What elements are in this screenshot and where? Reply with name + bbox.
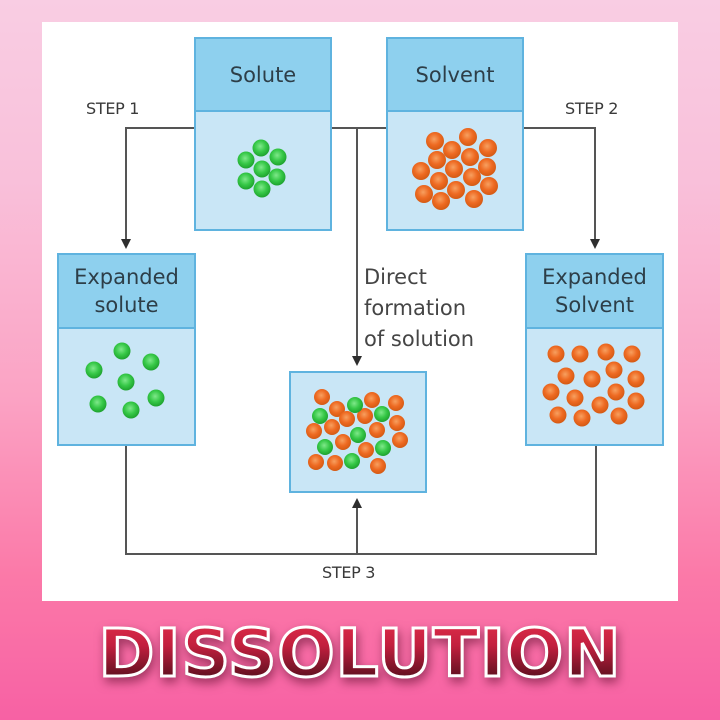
expanded-solvent-line1: Expanded [542,265,647,289]
step1-label: STEP 1 [86,99,140,118]
step1-arrow [121,127,194,249]
solute-cluster [237,139,287,198]
direct-line2: formation [364,296,467,320]
expanded-solute-header: Expanded solute [59,255,194,329]
page-title: DISSOLUTION [0,612,720,696]
expanded-solvent-particles [542,343,645,427]
step2-label: STEP 2 [565,99,619,118]
expanded-solute-line2: solute [94,293,159,317]
direct-line3: of solution [364,327,475,351]
step3-line [125,445,597,555]
expanded-solvent-header: Expanded Solvent [527,255,662,329]
solvent-cluster [412,128,498,210]
direct-line1: Direct [364,265,427,289]
solute-header: Solute [196,39,330,112]
step3-label: STEP 3 [322,563,376,582]
solution-particles [306,389,408,474]
solute-box: Solute [194,37,332,231]
expanded-solvent-box: Expanded Solvent [525,253,664,446]
expanded-solute-particles [85,342,165,419]
direct-formation-label: Direct formation of solution [364,262,474,355]
expanded-solvent-line2: Solvent [555,293,634,317]
solvent-header: Solvent [388,39,522,112]
step2-arrow [523,127,600,249]
expanded-solute-line1: Expanded [74,265,179,289]
